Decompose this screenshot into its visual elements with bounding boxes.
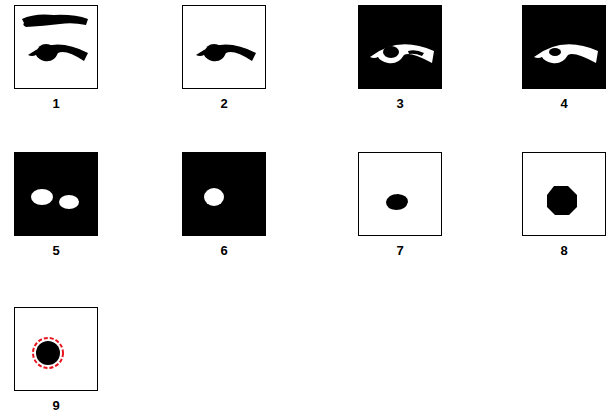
- region-blob: [31, 189, 53, 205]
- panel-frame: [359, 153, 442, 236]
- fitted-circle: [33, 338, 63, 368]
- step-number: 5: [52, 244, 59, 257]
- panel-ground: [522, 5, 606, 89]
- eye-blob: [534, 44, 598, 63]
- panel-inverted: [358, 5, 442, 89]
- step-number: 2: [220, 97, 227, 110]
- pupil-hull: [547, 186, 577, 215]
- eye-blob: [28, 44, 88, 61]
- panel-one-region: [182, 152, 266, 236]
- pupil-hole: [383, 46, 399, 58]
- step-number: 4: [560, 97, 567, 110]
- eye-blob: [370, 44, 434, 63]
- eye-hole: [408, 50, 424, 56]
- panel-pupil: [359, 153, 442, 236]
- pupil-blob: [205, 44, 223, 60]
- panel-ground: [358, 5, 442, 89]
- pupil-disc: [36, 341, 60, 365]
- step-number: 7: [396, 244, 403, 257]
- pupil-hole: [549, 48, 561, 56]
- pupil-blob: [37, 44, 55, 60]
- panel-ground: [182, 152, 266, 236]
- region-blob: [59, 195, 79, 209]
- panel-frame: [15, 6, 98, 89]
- eye-blob: [196, 44, 256, 61]
- panel-frame: [15, 308, 98, 391]
- pupil-blob: [386, 194, 408, 210]
- panel-hull: [523, 153, 606, 236]
- step-number: 9: [52, 399, 59, 412]
- eyebrow-blob: [22, 15, 88, 28]
- step-number: 1: [52, 97, 59, 110]
- step-number: 3: [396, 97, 403, 110]
- panel-filled: [522, 5, 606, 89]
- panel-frame: [183, 6, 266, 89]
- panel-two-regions: [14, 152, 98, 236]
- step-number: 6: [220, 244, 227, 257]
- panel-ground: [14, 152, 98, 236]
- panel-frame: [523, 153, 606, 236]
- panel-original: [15, 6, 98, 89]
- region-blob: [204, 188, 224, 206]
- panel-circle-fit: [15, 308, 98, 391]
- step-number: 8: [560, 244, 567, 257]
- panel-cropped: [183, 6, 266, 89]
